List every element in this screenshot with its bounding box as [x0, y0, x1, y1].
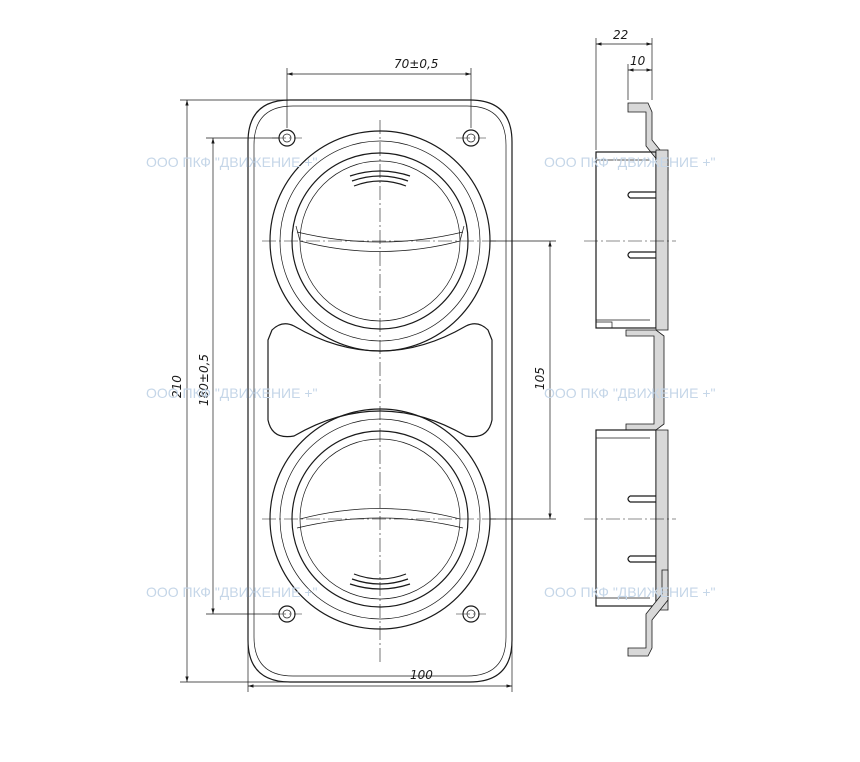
- side-dimensions: 22 10: [595, 28, 653, 150]
- watermark-text: ООО ПКФ "ДВИЖЕНИЕ +": [544, 385, 716, 401]
- middle-cutout: [267, 323, 493, 438]
- watermark-text: ООО ПКФ "ДВИЖЕНИЕ +": [544, 154, 716, 170]
- dim-height-total: 210: [170, 375, 184, 398]
- watermarks: ООО ПКФ "ДВИЖЕНИЕ +" ООО ПКФ "ДВИЖЕНИЕ +…: [146, 154, 716, 600]
- plate-outline: [247, 99, 513, 683]
- watermark-text: ООО ПКФ "ДВИЖЕНИЕ +": [146, 154, 318, 170]
- watermark-text: ООО ПКФ "ДВИЖЕНИЕ +": [544, 584, 716, 600]
- watermark-text: ООО ПКФ "ДВИЖЕНИЕ +": [146, 584, 318, 600]
- dim-center-distance: 105: [533, 367, 547, 390]
- front-dimensions: 70±0,5 210 180±0,5 105 100: [170, 57, 556, 692]
- dim-side-depth: 22: [613, 28, 628, 42]
- dim-width-bottom: 100: [410, 668, 433, 682]
- plate-inner-contour: [253, 105, 507, 677]
- side-view: [584, 102, 676, 657]
- dim-side-flange: 10: [630, 54, 646, 68]
- dim-width-top: 70±0,5: [394, 57, 438, 71]
- dim-height-holes: 180±0,5: [197, 354, 211, 406]
- watermark-text: ООО ПКФ "ДВИЖЕНИЕ +": [146, 385, 318, 401]
